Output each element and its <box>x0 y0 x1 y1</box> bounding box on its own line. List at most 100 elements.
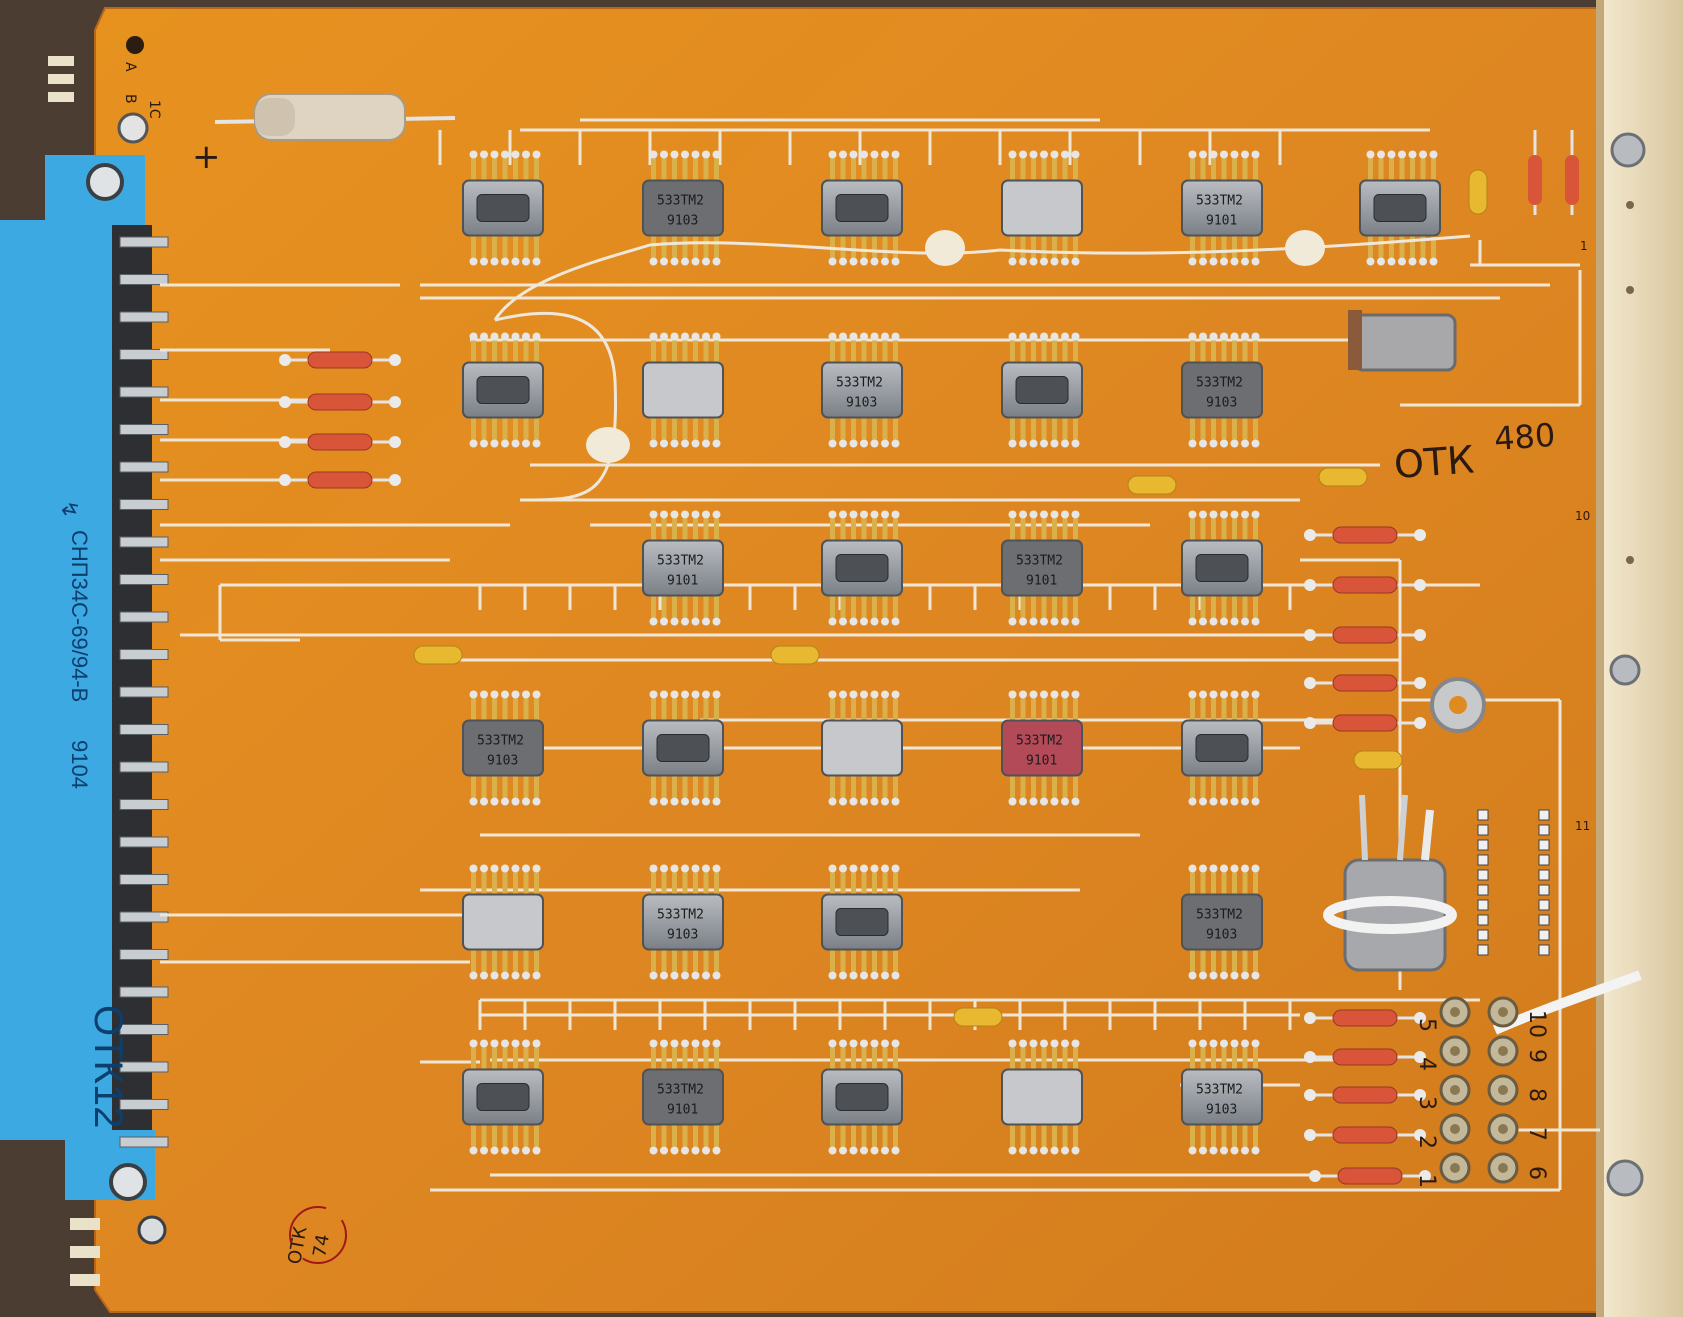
connector-pins <box>119 236 169 1148</box>
connector-pin <box>119 1136 169 1148</box>
integrated-circuits: 533ТМ29103533ТМ29101533ТМ29103533ТМ29103… <box>462 150 1441 1155</box>
solder-pads <box>1477 809 1550 956</box>
connector-pin <box>119 499 169 510</box>
chip-533tm2 <box>821 864 903 980</box>
chip-date-label: 9103 <box>1206 1103 1237 1118</box>
connector-screw-top <box>86 163 124 201</box>
polarity-mark: + <box>192 137 221 177</box>
capacitor <box>413 645 463 665</box>
terminal-number: 10 <box>1524 1010 1549 1038</box>
connector-pin <box>119 874 169 885</box>
chip-533tm2 <box>1001 150 1083 266</box>
resistor <box>1528 130 1542 215</box>
connector-pin <box>119 686 169 698</box>
connector-screw-bottom <box>109 1163 147 1201</box>
capacitor <box>770 645 820 665</box>
connector-pin <box>119 274 169 285</box>
solder-pad <box>1477 929 1489 941</box>
pin-label-a: А <box>122 62 138 72</box>
chip-533tm2 <box>642 690 724 806</box>
chip-date-label: 9103 <box>1206 928 1237 943</box>
chip-date-label: 9101 <box>667 1103 698 1118</box>
mount-screw-bottom <box>1606 1159 1644 1197</box>
chip-type-label: 533ТМ2 <box>1196 194 1243 209</box>
resistor <box>279 393 401 411</box>
chip-date-label: 9101 <box>1026 754 1057 769</box>
chip-type-label: 533ТМ2 <box>477 734 524 749</box>
connector-pin <box>119 649 169 660</box>
resistor <box>1304 626 1426 644</box>
solder-pad <box>1477 809 1489 821</box>
chip-533tm2: 533ТМ2 9103 <box>462 690 544 806</box>
solder-pad <box>1477 899 1489 911</box>
connector-pin <box>119 1099 169 1110</box>
otk-number: 480 <box>1493 416 1557 458</box>
terminal-number: 2 <box>1414 1135 1439 1149</box>
connector-pin <box>119 1024 169 1035</box>
chip-533tm2 <box>1001 1039 1083 1155</box>
resistor <box>1565 130 1579 215</box>
solder-pad <box>1538 899 1550 911</box>
chip-date-label: 9103 <box>846 396 877 411</box>
solder-pad <box>1538 839 1550 851</box>
connector-pin <box>119 911 169 923</box>
chip-date-label: 9103 <box>667 214 698 229</box>
capacitor <box>1353 750 1403 770</box>
connector-pin <box>119 424 169 435</box>
test-point <box>117 112 149 144</box>
connector-pin <box>119 574 169 585</box>
pin-label-b: В <box>122 94 138 104</box>
connector-pin <box>119 386 169 398</box>
chip-date-label: 9101 <box>667 574 698 589</box>
connector-pin <box>119 536 169 548</box>
edge-number-1: 1 <box>1580 239 1588 253</box>
connector-date-code: 9104 <box>67 740 92 789</box>
solder-pad <box>1477 884 1489 896</box>
pin-label-1c: 1С <box>146 100 162 119</box>
chip-533tm2 <box>462 332 544 448</box>
connector-pin <box>119 236 169 248</box>
resistor <box>279 433 401 451</box>
solder-pad <box>1538 914 1550 926</box>
chip-533tm2 <box>1181 510 1263 626</box>
chip-533tm2 <box>462 150 544 266</box>
solder-pad <box>1538 809 1550 821</box>
connector-pin <box>119 986 169 998</box>
resistor <box>1304 714 1426 732</box>
jumper-wire <box>493 234 1471 321</box>
solder-pad <box>1477 824 1489 836</box>
chip-533tm2 <box>462 864 544 980</box>
terminal-number: 6 <box>1524 1166 1549 1180</box>
connector-pin <box>119 761 169 773</box>
connector-pin <box>119 836 169 848</box>
crystal-oscillator <box>1353 313 1457 372</box>
terminal-posts <box>1439 996 1519 1184</box>
connector-pin <box>119 461 169 473</box>
capacitors <box>413 169 1488 1027</box>
terminal-number: 1 <box>1414 1174 1439 1188</box>
chip-533tm2 <box>821 510 903 626</box>
stamp-number: 74 <box>309 1233 334 1259</box>
connector-part-number: СНП34С-69/94-В <box>67 530 92 702</box>
chip-date-label: 9103 <box>1206 396 1237 411</box>
mount-screw-top <box>1610 132 1646 168</box>
solder-pad <box>1538 929 1550 941</box>
axial-capacitor <box>214 93 456 141</box>
chip-533tm2 <box>1359 150 1441 266</box>
chip-533tm2 <box>821 150 903 266</box>
transformer <box>1323 794 1457 972</box>
terminal-number: 8 <box>1524 1088 1549 1102</box>
resistor <box>1304 526 1426 544</box>
chip-date-label: 9103 <box>487 754 518 769</box>
connector-pin <box>119 1061 169 1073</box>
